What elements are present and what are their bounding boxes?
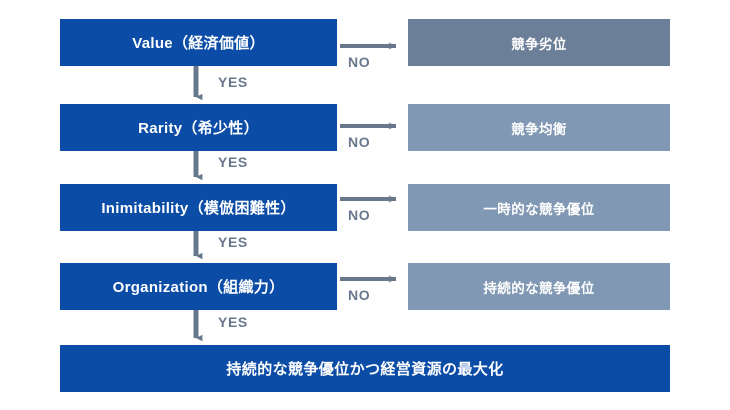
criterion-box-rarity[interactable]: Rarity（希少性）: [60, 104, 337, 151]
outcome-label-sustained-advantage: 持続的な競争優位: [483, 280, 595, 296]
criterion-label-value: Value（経済価値）: [132, 35, 265, 52]
outcome-box-competitive-disadvantage[interactable]: 競争劣位: [408, 19, 670, 66]
no-label-inimitability: NO: [348, 207, 371, 223]
final-outcome-bar[interactable]: 持続的な競争優位かつ経営資源の最大化: [60, 345, 670, 392]
yes-label-rarity: YES: [218, 154, 248, 170]
criterion-label-inimitability: Inimitability（模倣困難性）: [101, 200, 296, 217]
no-label-organization: NO: [348, 287, 371, 303]
yes-label-value: YES: [218, 74, 248, 90]
final-outcome-label: 持続的な競争優位かつ経営資源の最大化: [226, 361, 504, 378]
yes-label-inimitability: YES: [218, 234, 248, 250]
criterion-label-rarity: Rarity（希少性）: [138, 120, 259, 137]
yes-label-organization: YES: [218, 314, 248, 330]
outcome-box-temporary-advantage[interactable]: 一時的な競争優位: [408, 184, 670, 231]
no-label-value: NO: [348, 54, 371, 70]
criterion-box-organization[interactable]: Organization（組織力）: [60, 263, 337, 310]
outcome-label-temporary-advantage: 一時的な競争優位: [483, 201, 595, 217]
criterion-box-inimitability[interactable]: Inimitability（模倣困難性）: [60, 184, 337, 231]
criterion-box-value[interactable]: Value（経済価値）: [60, 19, 337, 66]
outcome-box-competitive-parity[interactable]: 競争均衡: [408, 104, 670, 151]
outcome-box-sustained-advantage[interactable]: 持続的な競争優位: [408, 263, 670, 310]
criterion-label-organization: Organization（組織力）: [112, 279, 285, 296]
outcome-label-competitive-disadvantage: 競争劣位: [511, 36, 567, 52]
outcome-label-competitive-parity: 競争均衡: [511, 121, 567, 137]
no-label-rarity: NO: [348, 134, 371, 150]
